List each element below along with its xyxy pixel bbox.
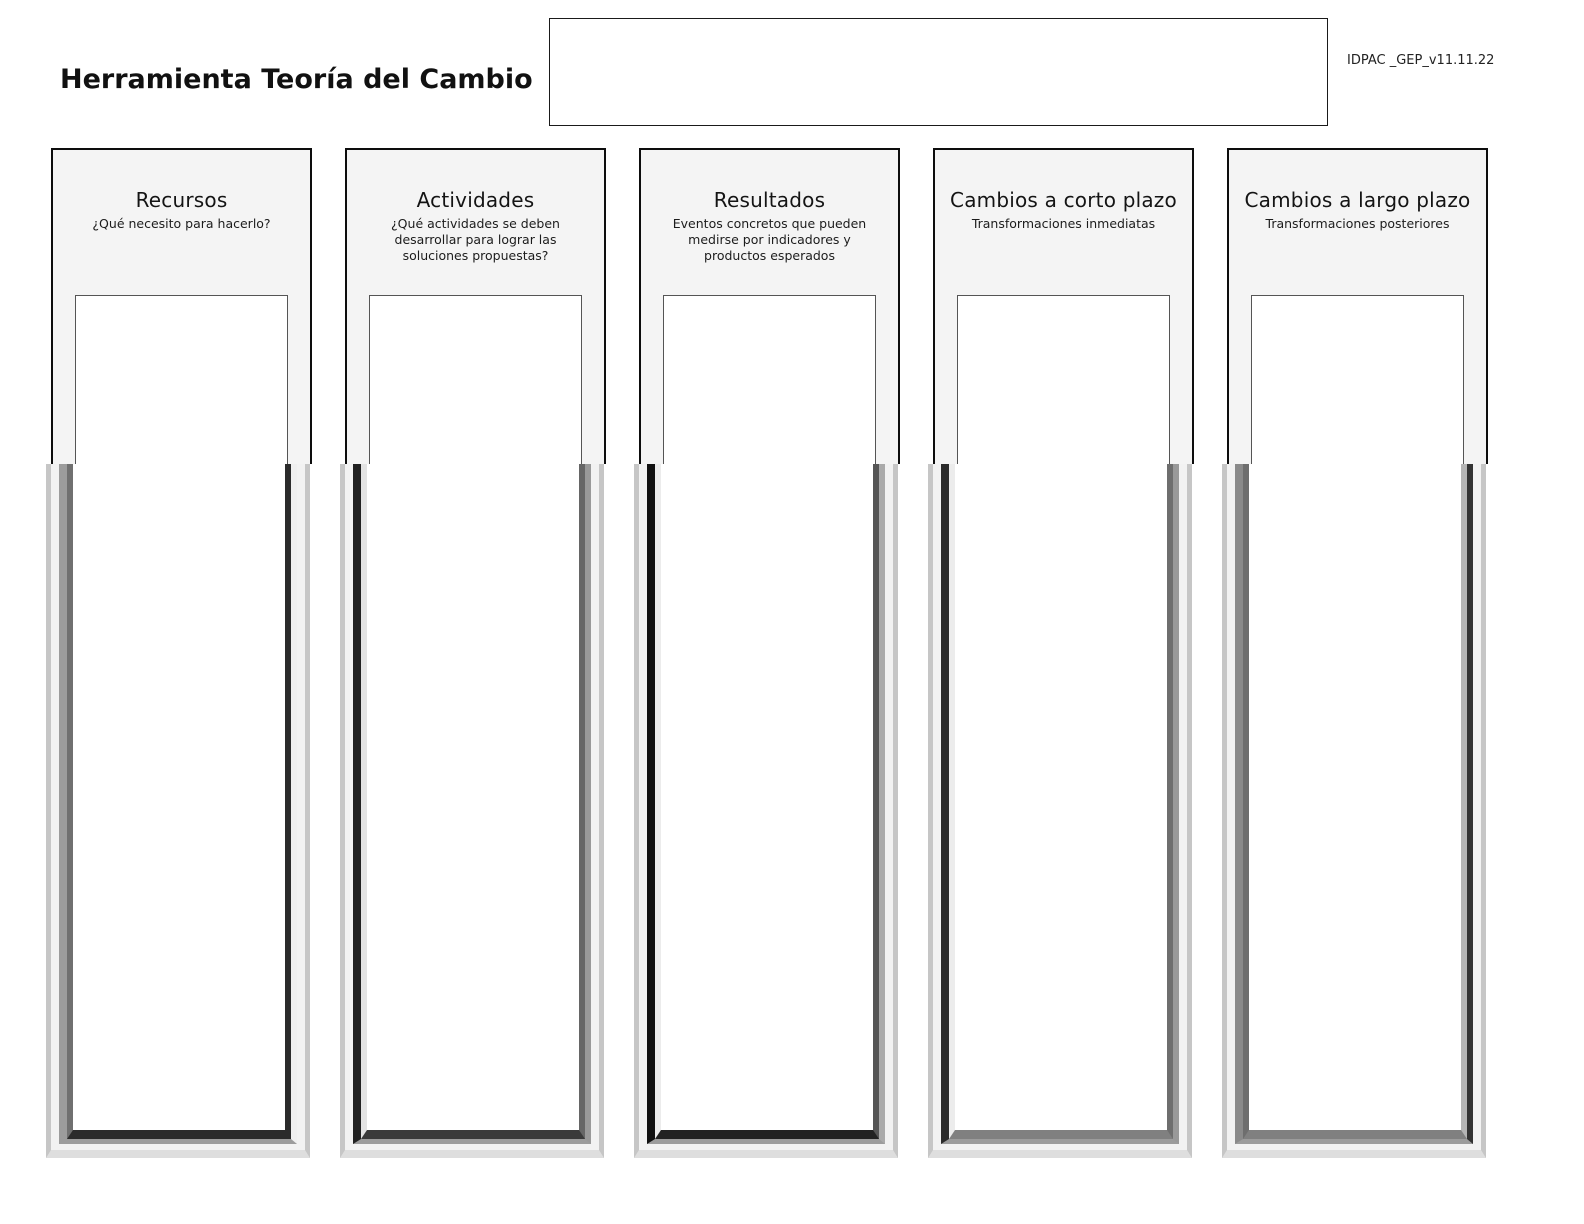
column-header-card: Actividades ¿Qué actividades se deben de…: [345, 148, 606, 464]
entry-box-top[interactable]: [957, 295, 1170, 464]
entry-box-top[interactable]: [663, 295, 876, 464]
column-title: Actividades: [416, 188, 535, 212]
entry-box-textarea[interactable]: [67, 464, 291, 1139]
column-cambios-largo-plazo: Cambios a largo plazo Transformaciones p…: [1222, 148, 1488, 1158]
entry-box-stack: [46, 464, 310, 1158]
entry-box-textarea[interactable]: [361, 464, 585, 1139]
entry-box-frame: [1235, 464, 1473, 1144]
entry-box-textarea[interactable]: [1243, 464, 1467, 1139]
entry-box-stack: [1222, 464, 1486, 1158]
column-actividades: Actividades ¿Qué actividades se deben de…: [340, 148, 606, 1158]
column-recursos: Recursos ¿Qué necesito para hacerlo?: [46, 148, 312, 1158]
page-title: Herramienta Teoría del Cambio: [60, 64, 533, 95]
entry-box-top[interactable]: [369, 295, 582, 464]
entry-box-frame: [941, 464, 1179, 1144]
entry-box-top[interactable]: [75, 295, 288, 464]
columns-container: Recursos ¿Qué necesito para hacerlo? Act…: [46, 148, 1490, 1158]
version-label: IDPAC _GEP_v11.11.22: [1347, 53, 1495, 68]
column-header-card: Recursos ¿Qué necesito para hacerlo?: [51, 148, 312, 464]
column-title: Resultados: [713, 188, 826, 212]
column-subtitle: Eventos concretos que pueden medirse por…: [672, 216, 867, 263]
column-subtitle: Transformaciones posteriores: [1265, 216, 1450, 231]
entry-box-frame: [647, 464, 885, 1144]
column-cambios-corto-plazo: Cambios a corto plazo Transformaciones i…: [928, 148, 1194, 1158]
column-title: Recursos: [135, 188, 228, 212]
header-note-box[interactable]: [549, 18, 1328, 126]
entry-box-stack: [340, 464, 604, 1158]
entry-box-top[interactable]: [1251, 295, 1464, 464]
entry-box-stack: [634, 464, 898, 1158]
column-header-card: Resultados Eventos concretos que pueden …: [639, 148, 900, 464]
column-header-card: Cambios a largo plazo Transformaciones p…: [1227, 148, 1488, 464]
entry-box-textarea[interactable]: [949, 464, 1173, 1139]
column-title: Cambios a largo plazo: [1244, 188, 1471, 212]
column-header-card: Cambios a corto plazo Transformaciones i…: [933, 148, 1194, 464]
column-title: Cambios a corto plazo: [950, 188, 1177, 212]
column-subtitle: ¿Qué necesito para hacerlo?: [92, 216, 271, 231]
entry-box-frame: [59, 464, 297, 1144]
column-subtitle: Transformaciones inmediatas: [971, 216, 1156, 231]
entry-box-frame: [353, 464, 591, 1144]
entry-box-textarea[interactable]: [655, 464, 879, 1139]
column-subtitle: ¿Qué actividades se deben desarrollar pa…: [391, 216, 560, 263]
column-resultados: Resultados Eventos concretos que pueden …: [634, 148, 900, 1158]
entry-box-stack: [928, 464, 1192, 1158]
